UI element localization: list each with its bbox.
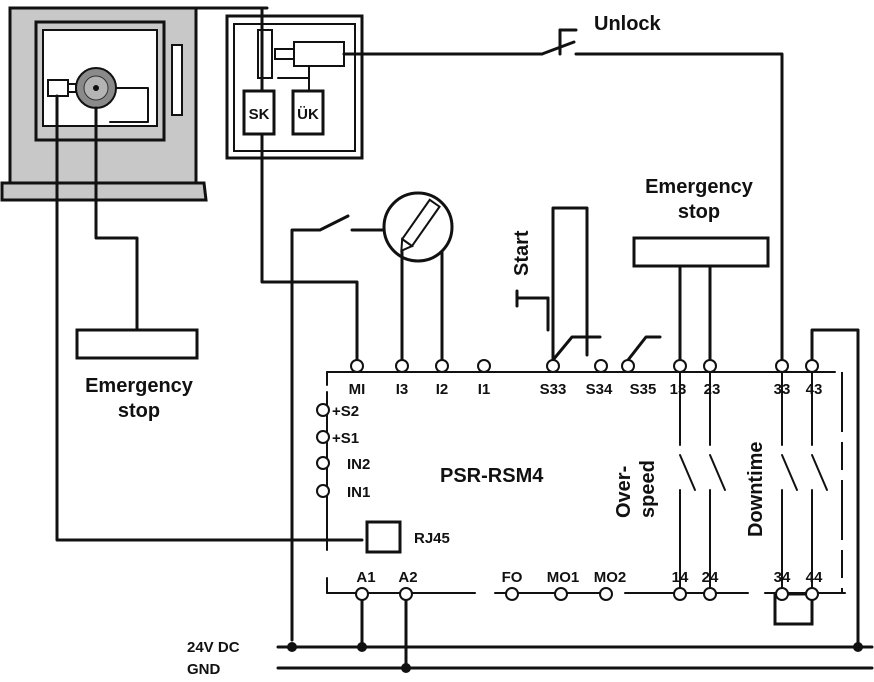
terminal-24: [703, 587, 717, 601]
terminal-mi: [350, 359, 364, 373]
supply-24v-label: 24V DC: [187, 639, 240, 656]
terminal-a2: [399, 587, 413, 601]
terminal-34: [775, 587, 789, 601]
bridge-34-44: [773, 592, 814, 626]
terminal-13: [673, 359, 687, 373]
terminal-mo2: [599, 587, 613, 601]
terminal-label-mo1: MO1: [547, 569, 580, 586]
terminal-in1: [316, 484, 330, 498]
guard-lock-switch: [225, 14, 364, 160]
output-contacts: [679, 371, 828, 593]
overspeed-label-line1: Over-: [613, 466, 635, 518]
terminal-14: [673, 587, 687, 601]
terminal-label-33: 33: [774, 381, 791, 398]
terminal-label-24: 24: [702, 569, 719, 586]
left-terminal-column: [316, 403, 330, 498]
mode-selector-switch: [382, 191, 454, 263]
speed-sensor: [47, 79, 77, 97]
gnd-label: GND: [187, 661, 221, 678]
terminal-label-plus-s2: +S2: [332, 403, 359, 420]
terminal-fo: [505, 587, 519, 601]
terminal-label-43: 43: [806, 381, 823, 398]
overspeed-label-line2: speed: [637, 460, 659, 518]
emergency-stop-left-line2: stop: [118, 400, 160, 422]
rotating-spindle: [75, 67, 117, 109]
terminal-plus-s2: [316, 403, 330, 417]
emergency-stop-box-right: [632, 236, 770, 268]
rj45-label: RJ45: [414, 530, 450, 547]
rj45-port: [365, 520, 402, 554]
terminal-label-44: 44: [806, 569, 823, 586]
terminal-43: [805, 359, 819, 373]
terminal-label-a1: A1: [356, 569, 375, 586]
terminal-in2: [316, 456, 330, 470]
downtime-label: Downtime: [745, 441, 767, 537]
terminal-s33: [546, 359, 560, 373]
emergency-stop-right-line1: Emergency: [645, 176, 754, 198]
terminal-i3: [395, 359, 409, 373]
terminal-i1: [477, 359, 491, 373]
sk-label: SK: [249, 106, 270, 123]
terminal-label-mi: MI: [349, 381, 366, 398]
terminal-label-fo: FO: [502, 569, 523, 586]
terminal-33: [775, 359, 789, 373]
unlock-label: Unlock: [594, 13, 662, 35]
terminal-mo1: [554, 587, 568, 601]
terminal-44: [805, 587, 819, 601]
terminal-label-13: 13: [670, 381, 687, 398]
terminal-label-in1: IN1: [347, 484, 370, 501]
terminal-label-23: 23: [704, 381, 721, 398]
psr-rsm4-module: [326, 371, 846, 594]
terminal-23: [703, 359, 717, 373]
terminal-label-i1: I1: [478, 381, 491, 398]
terminal-label-i3: I3: [396, 381, 409, 398]
unlock-switch: [342, 28, 784, 362]
start-label: Start: [511, 230, 533, 276]
terminal-label-in2: IN2: [347, 456, 370, 473]
terminal-a1: [355, 587, 369, 601]
terminal-label-a2: A2: [398, 569, 417, 586]
top-terminal-row: [350, 359, 819, 373]
terminal-s34: [594, 359, 608, 373]
terminal-label-mo2: MO2: [594, 569, 627, 586]
device-label: PSR-RSM4: [440, 465, 544, 487]
terminal-label-s34: S34: [586, 381, 613, 398]
terminal-s35: [621, 359, 635, 373]
terminal-label-s35: S35: [630, 381, 657, 398]
uk-label: ÜK: [297, 106, 319, 123]
start-button: [515, 206, 589, 362]
terminal-label-14: 14: [672, 569, 689, 586]
emergency-stop-box-left: [75, 328, 199, 360]
emergency-stop-right-line2: stop: [678, 201, 720, 223]
terminal-label-s33: S33: [540, 381, 567, 398]
emergency-stop-left-line1: Emergency: [85, 375, 194, 397]
terminal-label-plus-s1: +S1: [332, 430, 359, 447]
terminal-label-34: 34: [774, 569, 791, 586]
terminal-label-i2: I2: [436, 381, 449, 398]
terminal-i2: [435, 359, 449, 373]
bottom-terminal-row: [355, 587, 819, 601]
terminal-plus-s1: [316, 430, 330, 444]
